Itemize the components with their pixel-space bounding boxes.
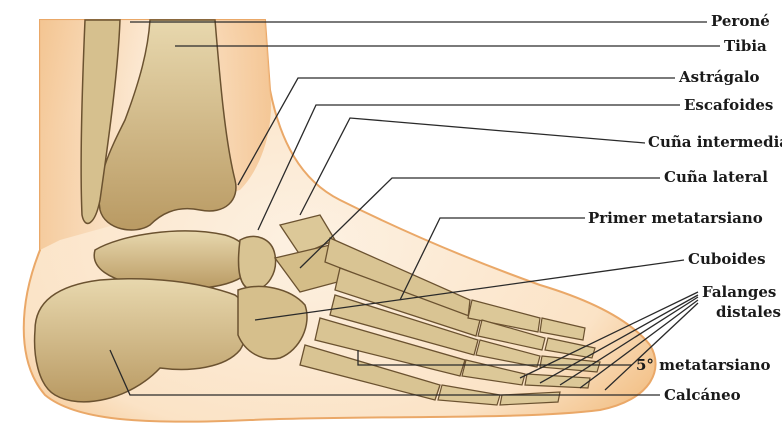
label-distales: distales (716, 303, 781, 321)
label-escafoides: Escafoides (684, 96, 773, 114)
label-calcaneo: Calcáneo (664, 386, 741, 404)
label-astragalo: Astrágalo (679, 68, 760, 86)
label-falanges: Falanges (702, 283, 776, 301)
label-cuna-lateral: Cuña lateral (664, 168, 768, 186)
label-quinto-metatarsiano: 5° metatarsiano (636, 356, 771, 374)
label-tibia: Tibia (724, 37, 767, 55)
label-cuboides: Cuboides (688, 250, 766, 268)
label-primer-metatarsiano: Primer metatarsiano (588, 209, 763, 227)
label-cuna-intermedia: Cuña intermedia (648, 133, 782, 151)
label-perone: Peroné (711, 12, 770, 30)
